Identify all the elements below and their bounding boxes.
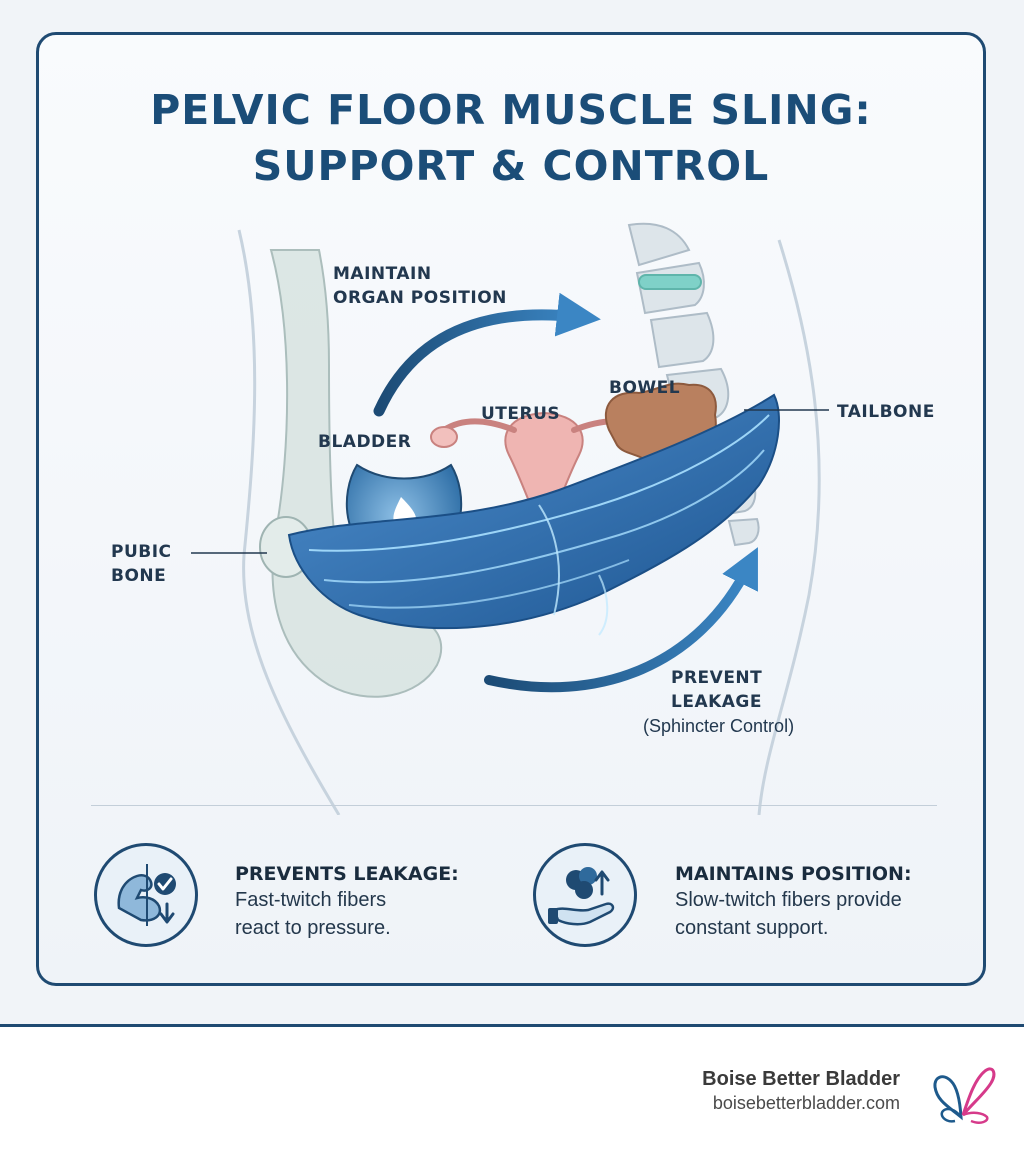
- maintain-label-line1: MAINTAIN: [333, 264, 432, 284]
- hand-support-organ-icon: [533, 843, 637, 947]
- butterfly-logo-icon: [933, 1067, 996, 1124]
- maintain-arrow: [373, 292, 601, 417]
- feature-position-desc-line1: Slow-twitch fibers provide: [675, 889, 902, 911]
- feature-leakage-title: PREVENTS LEAKAGE:: [235, 863, 459, 885]
- prevent-label-line1: PREVENT: [671, 668, 763, 688]
- uterus-label: UTERUS: [481, 404, 561, 424]
- bladder-label: BLADDER: [318, 432, 412, 452]
- feature-leakage-desc-line1: Fast-twitch fibers: [235, 889, 387, 911]
- body-outline-front: [237, 229, 341, 815]
- feature-position-desc-line2: constant support.: [675, 917, 829, 939]
- muscle-sling: [287, 393, 780, 636]
- page-subtitle: SUPPORT & CONTROL: [252, 142, 770, 190]
- pubic-label-line1: PUBIC: [111, 542, 172, 562]
- maintain-label-line2: ORGAN POSITION: [333, 288, 507, 308]
- footer: Boise Better Bladder boisebetterbladder.…: [0, 1024, 1024, 1157]
- flexed-arm-check-icon: [94, 843, 198, 947]
- brand-url[interactable]: boisebetterbladder.com: [712, 1093, 900, 1113]
- feature-position-title: MAINTAINS POSITION:: [675, 863, 912, 885]
- prevent-label-line2: LEAKAGE: [671, 692, 762, 712]
- pelvic-diagram: [191, 222, 829, 815]
- body-outline-back: [757, 239, 821, 815]
- pubic-label-line2: BONE: [111, 566, 167, 586]
- page-title: PELVIC FLOOR MUSCLE SLING:: [150, 86, 872, 134]
- infographic-card: PELVIC FLOOR MUSCLE SLING: SUPPORT & CON…: [36, 32, 986, 986]
- prevent-sub-label: (Sphincter Control): [643, 716, 795, 736]
- brand-name: Boise Better Bladder: [702, 1068, 900, 1090]
- feature-leakage-desc-line2: react to pressure.: [235, 917, 391, 939]
- tailbone-label: TAILBONE: [837, 402, 935, 422]
- prevent-arrow: [484, 547, 758, 693]
- section-divider: [91, 805, 937, 806]
- bowel-label: BOWEL: [609, 378, 681, 398]
